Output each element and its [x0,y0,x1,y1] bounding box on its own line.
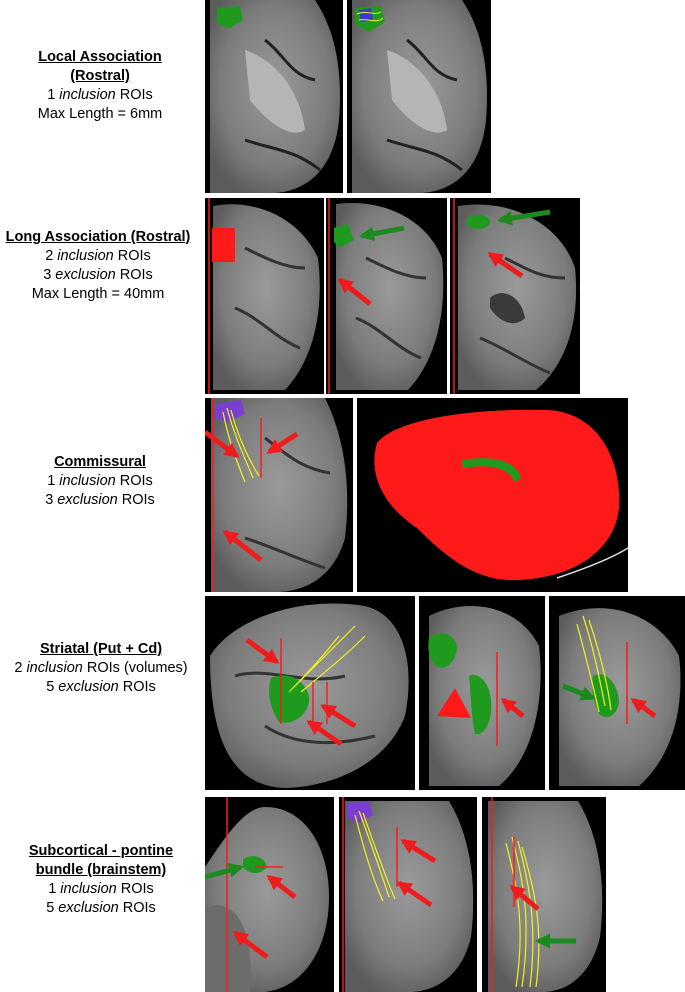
cerebellum [205,905,251,992]
row-detail-line: 5 exclusion ROIs [46,679,156,695]
sulcus [234,246,306,350]
row-detail-line: 2 inclusion ROIs [45,248,151,264]
arrow-green [205,862,244,880]
arrow-red [266,875,297,899]
brain-tissue [210,603,409,788]
brain-tissue [345,801,474,992]
arrow-red [500,698,525,718]
inclusion-roi [334,224,354,248]
brain-slice-panel [205,198,324,394]
row-detail-line: Max Length = 6mm [37,106,163,122]
seed-roi [215,400,245,422]
arrow-red [306,719,343,747]
sulcus [355,256,427,360]
row-detail-line: 1 inclusion ROIs [47,473,153,489]
inclusion-roi [428,633,457,668]
row-detail-line: 5 exclusion ROIs [46,900,156,916]
row-title-line: Long Association (Rostral) [5,229,191,245]
row-label-long-association: Long Association (Rostral) 2 inclusion R… [0,228,196,304]
row-title-line: Subcortical - pontine [28,843,174,859]
row-detail-line: 1 inclusion ROIs [47,87,153,103]
arrow-red [396,880,433,908]
row-title-line: Striatal (Put + Cd) [39,641,163,657]
exclusion-roi [437,688,471,718]
arrow-red [509,885,540,911]
inclusion-roi [462,458,521,482]
ventricle [490,293,525,324]
white-matter [245,50,305,133]
inclusion-roi [269,675,310,723]
inclusion-roi [466,215,490,229]
brain-tissue [336,202,444,390]
row-label-local-association: Local Association (Rostral) 1 inclusion … [10,48,190,124]
row-title-line: Commissural [54,454,146,470]
exclusion-roi [374,409,620,581]
sulcus [386,38,463,172]
arrow-green [562,683,596,701]
brain-slice-panel [450,198,580,394]
brain-slice-panel [482,797,606,992]
arrow-red [266,431,299,455]
white-matter [387,50,447,133]
streamlines [356,11,384,22]
arrow-red [232,931,269,959]
row-label-subcortical-pontine: Subcortical - pontine bundle (brainstem)… [6,842,196,918]
seed-roi [359,8,373,22]
row-title-line: (Rostral) [70,68,130,84]
inclusion-roi [243,856,267,873]
brain-slice-panel [549,596,685,790]
arrow-green [359,225,405,242]
brain-slice-panel [205,797,334,992]
row-title-line: bundle (brainstem) [35,862,167,878]
row-detail-line: Max Length = 40mm [31,286,165,302]
arrow-red [320,703,357,729]
brain-slice-panel [205,596,415,790]
brain-slice-panel [339,797,477,992]
brain-slice-panel [419,596,545,790]
arrow-red [205,430,240,458]
inclusion-roi [592,674,619,718]
arrow-green [497,209,551,226]
brain-slice-panel [357,398,628,592]
sulcus [479,256,566,375]
row-detail-line: 3 exclusion ROIs [43,267,153,283]
arrow-red [245,637,280,665]
row-detail-line: 1 inclusion ROIs [48,881,154,897]
streamlines [576,615,612,713]
inclusion-roi [469,675,492,735]
streamlines [354,810,396,902]
row-label-commissural: Commissural 1 inclusion ROIs 3 exclusion… [10,453,190,510]
arrow-red [487,251,524,279]
brain-tissue [458,204,577,390]
exclusion-roi [212,228,235,262]
inclusion-roi [217,6,243,28]
arrow-red [630,697,657,719]
streamlines [288,625,366,693]
sulcus [244,38,321,172]
brain-slice-panel [205,0,343,193]
row-detail-line: 3 exclusion ROIs [45,492,155,508]
arrow-red [337,278,372,306]
row-detail-line: 2 inclusion ROIs (volumes) [14,660,188,676]
row-title-line: Local Association [38,49,162,65]
brain-tissue [211,398,348,592]
scan-edge [556,547,628,579]
brain-slice-panel [205,398,353,592]
arrow-red [400,838,437,864]
brain-tissue [488,801,603,992]
brain-tissue [559,608,681,786]
brain-slice-panel [347,0,491,193]
arrow-red [222,530,263,562]
brain-slice-panel [326,198,447,394]
row-label-striatal: Striatal (Put + Cd) 2 inclusion ROIs (vo… [6,640,196,697]
